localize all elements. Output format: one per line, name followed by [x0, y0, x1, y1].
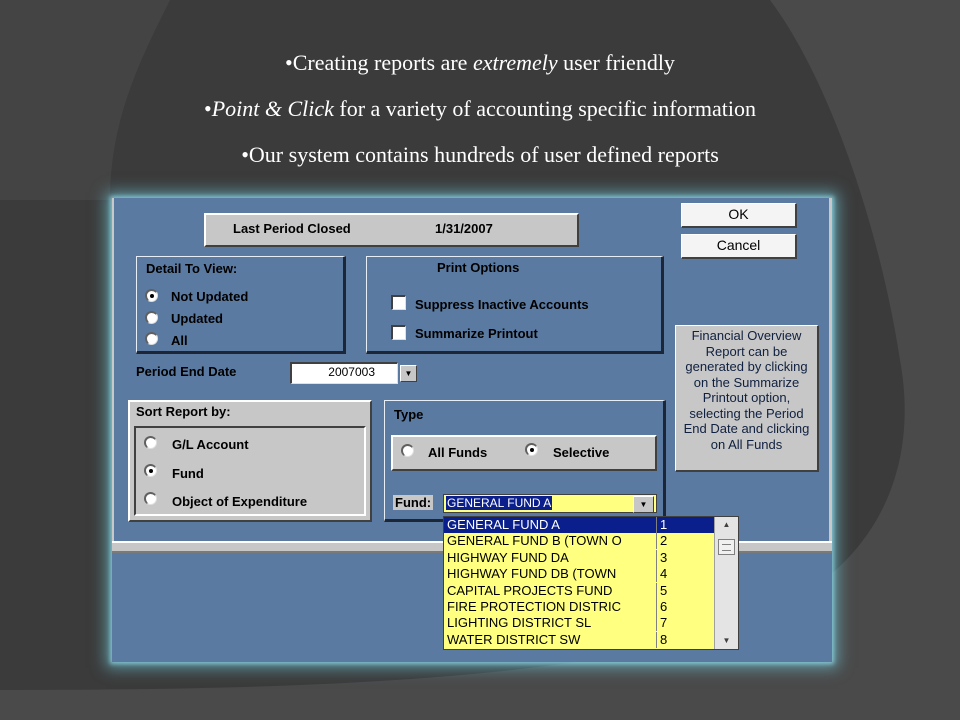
radio-not-updated-label: Not Updated: [171, 289, 249, 304]
print-options-title: Print Options: [437, 260, 520, 275]
last-period-label: Last Period Closed: [233, 221, 351, 236]
report-dialog-screenshot: Last Period Closed 1/31/2007 OK Cancel D…: [112, 198, 832, 662]
bullet-2: •Point & Click for a variety of accounti…: [203, 96, 757, 121]
scroll-up-icon[interactable]: ▲: [722, 520, 731, 529]
fund-list-scrollbar[interactable]: ▲ ▼: [714, 517, 738, 649]
radio-selective-label: Selective: [553, 445, 610, 460]
ok-button[interactable]: OK: [681, 203, 797, 228]
sort-report-title: Sort Report by:: [136, 404, 231, 419]
print-options-group: Print Options Suppress Inactive Accounts…: [366, 256, 664, 354]
type-title: Type: [394, 407, 424, 422]
radio-all[interactable]: [145, 332, 158, 345]
suppress-inactive-checkbox[interactable]: [391, 295, 406, 310]
bullet-1: •Creating reports are extremely user fri…: [285, 50, 675, 75]
radio-all-funds[interactable]: [401, 444, 414, 457]
radio-object-of-expenditure-label: Object of Expenditure: [172, 494, 308, 509]
detail-to-view-title: Detail To View:: [146, 261, 238, 276]
window-edge-right: [829, 198, 832, 548]
sort-options-frame: [134, 426, 366, 516]
radio-updated-label: Updated: [171, 311, 223, 326]
slide-bullets: •Creating reports are extremely user fri…: [0, 44, 960, 182]
last-period-value: 1/31/2007: [435, 221, 493, 236]
radio-gl-account-label: G/L Account: [172, 437, 249, 452]
window-edge-left: [112, 198, 114, 548]
scroll-thumb[interactable]: [718, 539, 735, 555]
fund-combo-value: GENERAL FUND A: [446, 496, 553, 510]
radio-object-of-expenditure[interactable]: [144, 492, 157, 505]
cancel-button[interactable]: Cancel: [681, 234, 797, 259]
radio-all-funds-label: All Funds: [428, 445, 488, 460]
radio-fund[interactable]: [144, 464, 157, 477]
period-end-dropdown-icon[interactable]: ▼: [400, 365, 417, 382]
radio-not-updated[interactable]: [145, 289, 158, 302]
radio-fund-label: Fund: [172, 466, 204, 481]
detail-to-view-group: Detail To View: Not Updated Updated All: [136, 256, 346, 354]
period-end-input[interactable]: 2007003: [290, 362, 398, 384]
fund-dropdown-icon[interactable]: ▼: [633, 496, 654, 513]
financial-overview-note: Financial Overview Report can be generat…: [675, 325, 819, 472]
fund-combo-input[interactable]: GENERAL FUND A: [443, 494, 657, 513]
last-period-panel: Last Period Closed 1/31/2007: [204, 213, 579, 247]
suppress-inactive-label: Suppress Inactive Accounts: [415, 297, 589, 312]
bullet-3: •Our system contains hundreds of user de…: [241, 142, 719, 167]
radio-selective[interactable]: [525, 443, 538, 456]
sort-report-group: Sort Report by: G/L Account Fund Object …: [128, 400, 372, 522]
type-group: Type All Funds Selective Fund:: [384, 400, 666, 522]
radio-gl-account[interactable]: [144, 436, 157, 449]
summarize-printout-label: Summarize Printout: [415, 326, 538, 341]
radio-updated[interactable]: [145, 311, 158, 324]
radio-all-label: All: [171, 333, 188, 348]
fund-label: Fund:: [393, 495, 434, 510]
period-end-label: Period End Date: [136, 364, 237, 379]
summarize-printout-checkbox[interactable]: [391, 325, 406, 340]
type-options-panel: All Funds Selective: [391, 435, 657, 471]
scroll-down-icon[interactable]: ▼: [722, 636, 731, 645]
